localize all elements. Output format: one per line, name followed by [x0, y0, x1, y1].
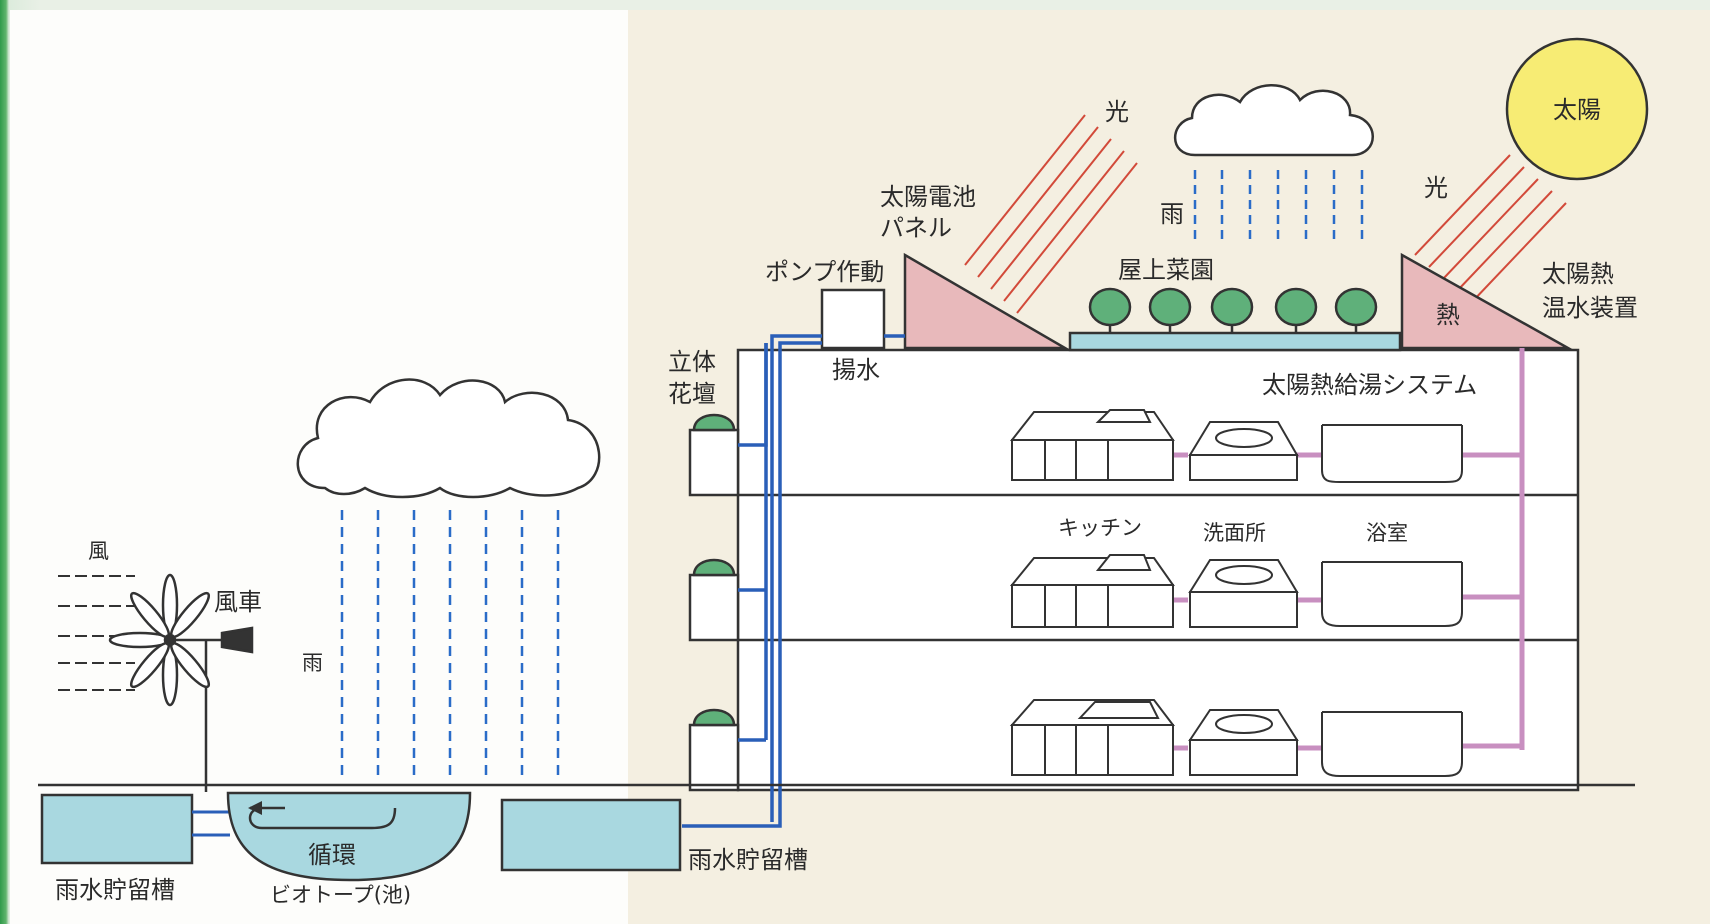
light-left-label: 光: [1105, 98, 1129, 126]
rooftop-garden-label: 屋上菜園: [1118, 256, 1214, 284]
washbasin-icon-3f: [1188, 421, 1299, 481]
rain-tank-left-label: 雨水貯留槽: [55, 876, 175, 904]
pumping-label: 揚水: [832, 356, 880, 384]
washbasin-icon-2f: [1188, 559, 1299, 628]
bathtub-icon-3f: [1321, 424, 1463, 483]
solar-panel-label-2: パネル: [880, 214, 952, 242]
light-rays-left: [964, 114, 1138, 314]
sun-icon: [1505, 37, 1649, 181]
rain-tank-right: [500, 798, 682, 872]
floor-2-fixtures: [1009, 554, 1463, 628]
solar-panel-label-1: 太陽電池: [880, 183, 976, 211]
pump-box: [820, 288, 886, 350]
light-right-label: 光: [1424, 174, 1448, 202]
cloud-top-icon: [1173, 84, 1374, 157]
cloud-left-icon: [296, 378, 601, 499]
kitchen-icon-1f: [1009, 699, 1176, 776]
wind-lines: [58, 575, 135, 691]
solar-panel-icon: [903, 252, 1070, 350]
hot-water-pipe: [1173, 348, 1525, 751]
windmill-label: 風車: [214, 588, 262, 616]
kitchen-icon-2f: [1009, 554, 1175, 628]
floor-1-fixtures: [1009, 699, 1463, 777]
bathtub-icon-2f: [1321, 561, 1463, 627]
solar-heater-label-2: 温水装置: [1542, 294, 1638, 322]
washbasin-icon-1f: [1188, 709, 1299, 776]
vertical-planter-label-1: 立体: [668, 348, 716, 376]
rooftop-trees: [1088, 287, 1378, 333]
vertical-planter-label-2: 花壇: [668, 380, 716, 408]
kitchen-label: キッチン: [1058, 516, 1142, 540]
floor-3-fixtures: [1009, 409, 1463, 483]
circulation-label: 循環: [308, 841, 356, 869]
pump-label: ポンプ作動: [765, 258, 884, 286]
rain-left-label: 雨: [302, 651, 323, 675]
sun-label: 太陽: [1553, 96, 1601, 124]
rain-top-lines: [1193, 170, 1364, 245]
hot-water-system-label: 太陽熱給湯システム: [1262, 371, 1477, 399]
light-rays-right: [1414, 154, 1567, 304]
bathroom-label: 浴室: [1366, 521, 1408, 545]
rooftop-garden-bed: [1068, 331, 1402, 352]
solar-heater-label-1: 太陽熱: [1542, 260, 1614, 288]
heat-label: 熱: [1436, 301, 1460, 329]
rainwater-pipe: [682, 334, 905, 828]
windmill-icon: [108, 573, 254, 792]
rain-tank-right-label: 雨水貯留槽: [688, 846, 808, 874]
vertical-planters: [688, 413, 740, 792]
circulation-arrowhead-icon: [248, 801, 262, 815]
bathtub-icon-1f: [1321, 711, 1463, 777]
biotope-label: ビオトープ(池): [270, 883, 411, 907]
rain-top-label: 雨: [1160, 200, 1184, 228]
wind-label: 風: [88, 539, 109, 563]
biotope-pond: [226, 791, 472, 882]
washroom-label: 洗面所: [1203, 521, 1266, 545]
rain-tank-left: [40, 793, 194, 865]
solar-heater-icon: [1400, 252, 1573, 350]
kitchen-icon-3f: [1009, 409, 1175, 481]
